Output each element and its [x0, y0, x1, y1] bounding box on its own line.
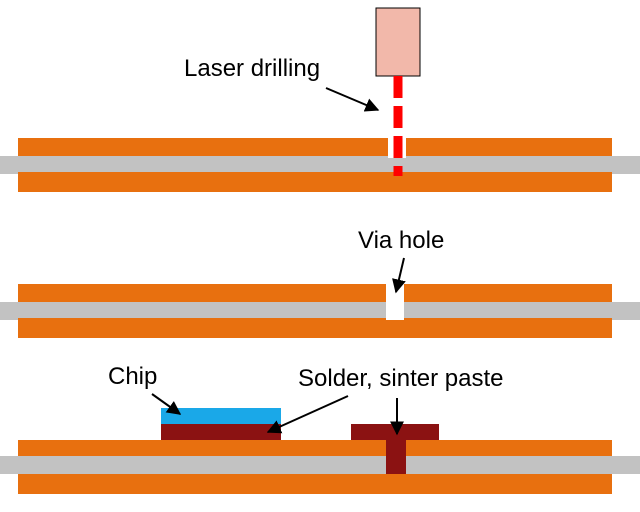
top-copper-layer: [18, 440, 612, 458]
via-solder-cap: [351, 424, 439, 440]
bottom-copper-layer: [18, 172, 612, 192]
chip-solder-layer: [161, 424, 281, 440]
via-solder-fill: [386, 438, 406, 474]
solder-sinter-paste-label: Solder, sinter paste: [298, 365, 503, 392]
laser-drilling-label: Laser drilling: [184, 55, 320, 82]
bottom-copper-layer: [18, 318, 612, 338]
chip-label: Chip: [108, 363, 157, 390]
bottom-copper-layer: [18, 474, 612, 494]
chip: [161, 408, 281, 424]
laser-source: [375, 7, 421, 77]
solder-chip-arrow: [266, 395, 349, 434]
panel-via-hole: Via hole: [0, 227, 640, 338]
core-layer: [0, 302, 640, 320]
top-copper-layer: [18, 284, 612, 304]
via-hole-arrow: [392, 257, 406, 294]
via-hole: [386, 284, 404, 320]
core-layer: [0, 456, 640, 474]
top-copper-layer: [18, 138, 612, 158]
core-layer: [0, 156, 640, 174]
panel-laser-drilling: Laser drilling: [0, 7, 640, 192]
panel-chip-solder: Chip Solder, sinter paste: [0, 363, 640, 494]
laser-drilling-arrow: [325, 87, 380, 112]
chip-arrow: [151, 393, 182, 415]
via-hole-label: Via hole: [358, 227, 444, 254]
